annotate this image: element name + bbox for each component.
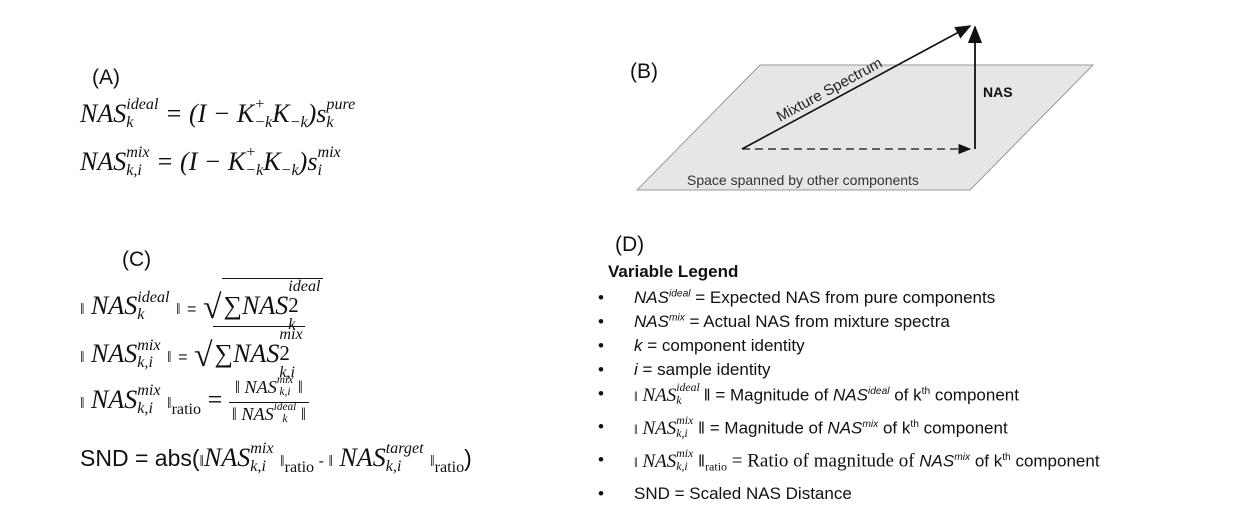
panel-d-label: (D) <box>615 233 645 256</box>
k-symbol: K <box>263 147 281 176</box>
legend-item: •NASmix = Actual NAS from mixture spectr… <box>598 312 950 331</box>
mixture-spectrum-arrow <box>741 25 972 150</box>
sub: −k <box>289 113 308 131</box>
sup-sub: +−k <box>254 96 273 131</box>
panel-c-label: (C) <box>122 248 152 271</box>
expr: )s <box>298 147 318 176</box>
panel-b-label: (B) <box>630 60 658 83</box>
nas-symbol: NAS <box>80 99 127 128</box>
expr: = (I − K <box>158 99 255 128</box>
legend-title: Variable Legend <box>608 262 739 281</box>
variable-legend: Variable Legend •NASideal = Expected NAS… <box>598 262 1233 530</box>
nas-label: NAS <box>983 84 1013 100</box>
legend-item: •NASideal = Expected NAS from pure compo… <box>598 288 996 307</box>
plane-label: Space spanned by other components <box>687 172 919 188</box>
expr: )s <box>307 99 327 128</box>
legend-item: •k = component identity <box>598 336 805 355</box>
k-symbol: K <box>272 99 290 128</box>
legend-item: •SND = Scaled NAS Distance <box>598 484 852 503</box>
sub: −k <box>280 161 299 179</box>
legend-item: •i = sample identity <box>598 360 771 379</box>
panel-a-label: (A) <box>92 66 120 89</box>
expr: = (I − K <box>149 147 246 176</box>
component-space-plane <box>635 64 1095 191</box>
sup-sub: +−k <box>245 144 264 179</box>
nas-symbol: NAS <box>80 147 127 176</box>
